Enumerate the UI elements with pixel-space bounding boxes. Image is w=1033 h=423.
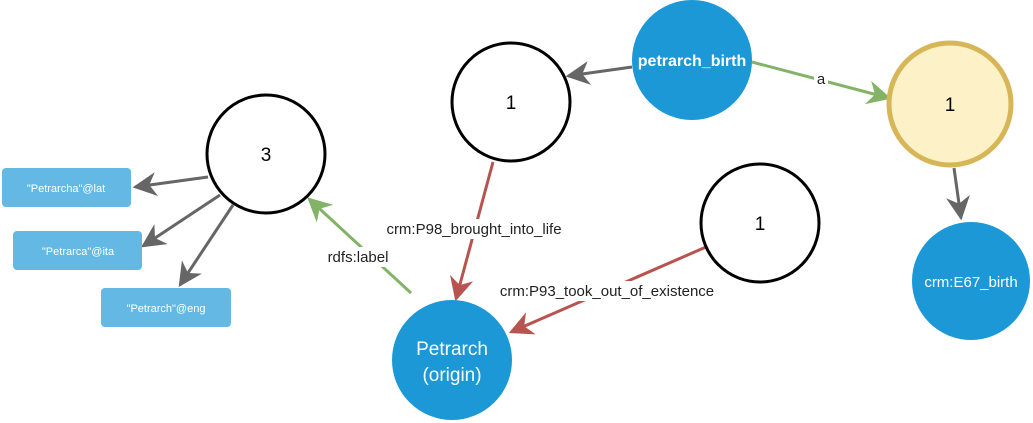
edge-label-rdfs: rdfs:label	[328, 249, 389, 266]
node-count-labels[interactable]: 3	[205, 93, 327, 215]
node-crm-e67-birth-label: crm:E67_birth	[924, 274, 1017, 291]
node-count-labels-label: 3	[261, 145, 272, 166]
edge-to-literal-eng	[178, 204, 235, 288]
node-class-birth-count-label: 1	[945, 95, 956, 116]
edge-to-literal-lat	[132, 172, 209, 196]
node-crm-e67-birth[interactable]: crm:E67_birth	[912, 222, 1030, 340]
node-count-death-label: 1	[755, 214, 766, 235]
edge-birth-to-count	[565, 61, 633, 85]
edge-to-literal-ita	[140, 193, 221, 248]
edge-label-a: a	[817, 71, 826, 88]
edge-label-p93: crm:P93_took_out_of_existence	[500, 283, 714, 300]
literal-ita-label: "Petrarca"@ita	[42, 246, 115, 258]
node-petrarch-origin-line1: Petrarch	[416, 339, 488, 360]
edge-class-to-e67	[946, 167, 970, 221]
node-class-birth-count[interactable]: 1	[886, 40, 1014, 168]
edge-rdfs-label	[307, 197, 413, 295]
literal-lat[interactable]: "Petrarcha"@lat	[2, 168, 131, 207]
node-petrarch-origin-line2: (origin)	[422, 365, 481, 386]
edge-label-p98: crm:P98_brought_into_life	[386, 221, 561, 238]
literal-lat-label: "Petrarcha"@lat	[27, 183, 105, 195]
literal-eng[interactable]: "Petrarch"@eng	[101, 288, 231, 327]
literal-ita[interactable]: "Petrarca"@ita	[13, 231, 142, 270]
node-count-death[interactable]: 1	[699, 162, 821, 284]
node-petrarch-birth[interactable]: petrarch_birth	[632, 0, 752, 120]
node-count-top[interactable]: 1	[450, 41, 572, 163]
literal-eng-label: "Petrarch"@eng	[127, 303, 206, 315]
node-count-top-label: 1	[506, 93, 517, 114]
node-petrarch-origin[interactable]: Petrarch (origin)	[392, 300, 512, 420]
node-petrarch-birth-label: petrarch_birth	[638, 53, 746, 70]
